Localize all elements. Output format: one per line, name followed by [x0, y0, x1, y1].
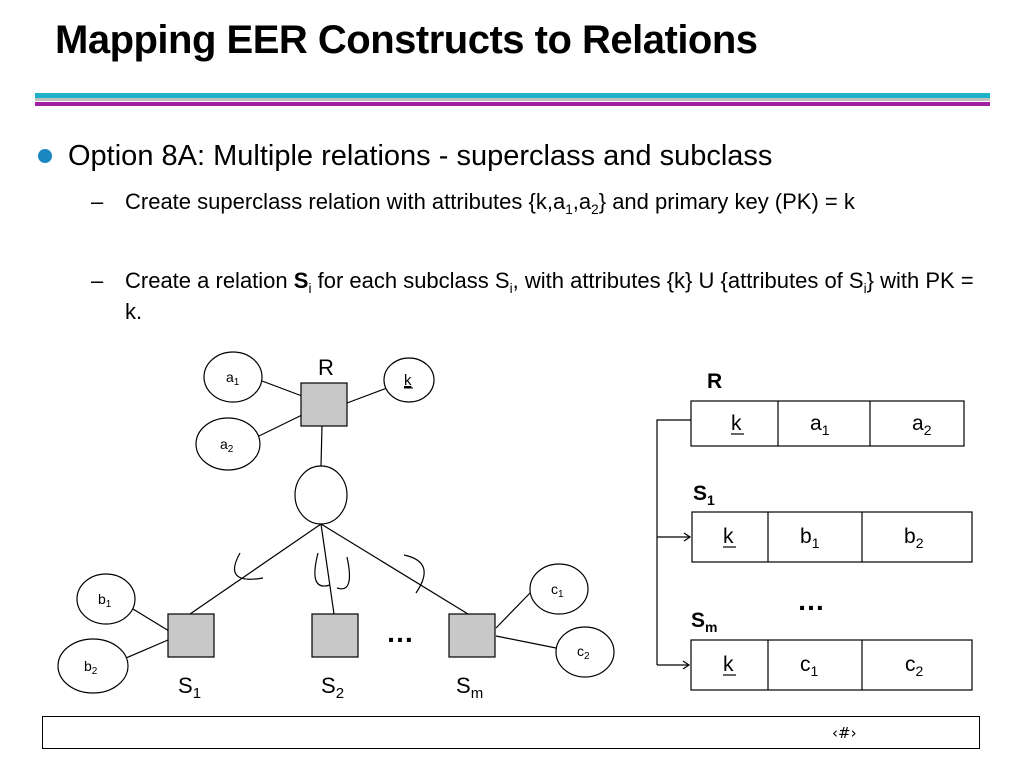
attr-k-label: k: [404, 372, 412, 389]
sub-bullet-subclass: Create a relation Si for each subclass S…: [125, 268, 974, 324]
relation-Sm-col-c2: c2: [905, 653, 924, 679]
eer-diagram: [57, 351, 615, 694]
relation-Sm-col-c1: c1: [800, 653, 819, 679]
relation-S1-col-b1: b1: [800, 525, 820, 551]
slide-title: Mapping EER Constructs to Relations: [55, 18, 758, 62]
relation-Sm-col-k: k: [723, 653, 734, 676]
relation-S1-col-k: k: [723, 525, 734, 548]
attr-c1-label: c1: [551, 581, 564, 600]
relation-Sm-name: Sm: [691, 609, 717, 635]
relation-S1-name: S1: [693, 482, 715, 508]
subclass-S1-label: S1: [178, 673, 201, 702]
title-rule-purple: [35, 102, 990, 106]
attr-b2-label: b2: [84, 658, 98, 677]
relation-R-col-a2: a2: [912, 412, 932, 438]
eer-ellipsis: …: [386, 617, 414, 648]
dash-icon: –: [91, 189, 104, 214]
bullet-dot-icon: [38, 149, 52, 163]
footer-box: [42, 716, 980, 749]
attr-c2-label: c2: [577, 643, 590, 662]
relation-R-col-k: k: [731, 412, 742, 435]
relation-R-col-a1: a1: [810, 412, 830, 438]
subclass-Sm-label: Sm: [456, 673, 483, 702]
title-rule-cyan: [35, 93, 990, 98]
relation-Sm-table: [690, 639, 973, 691]
attr-b1-label: b1: [98, 591, 112, 610]
relation-S1-table: [691, 511, 973, 563]
entity-Sm-box: [448, 613, 496, 658]
entity-S2-box: [311, 613, 359, 658]
relation-ellipsis: …: [797, 585, 825, 616]
bullet-option-8a: Option 8A: Multiple relations - supercla…: [68, 140, 773, 172]
entity-R-box: [300, 382, 348, 427]
fk-arrows: [656, 419, 692, 670]
title-rule-gray: [35, 98, 990, 101]
relation-R-table: [690, 400, 965, 447]
relation-R-name: R: [707, 370, 722, 393]
subclass-S2-label: S2: [321, 673, 344, 702]
entity-S1-box: [167, 613, 215, 658]
dash-icon: –: [91, 268, 104, 293]
attr-a2-label: a2: [220, 436, 234, 455]
attr-a1-label: a1: [226, 369, 240, 388]
sub-bullet-superclass: Create superclass relation with attribut…: [125, 189, 855, 217]
page-number: ‹#›: [832, 724, 857, 742]
relation-S1-col-b2: b2: [904, 525, 924, 551]
entity-R-label: R: [318, 355, 334, 380]
